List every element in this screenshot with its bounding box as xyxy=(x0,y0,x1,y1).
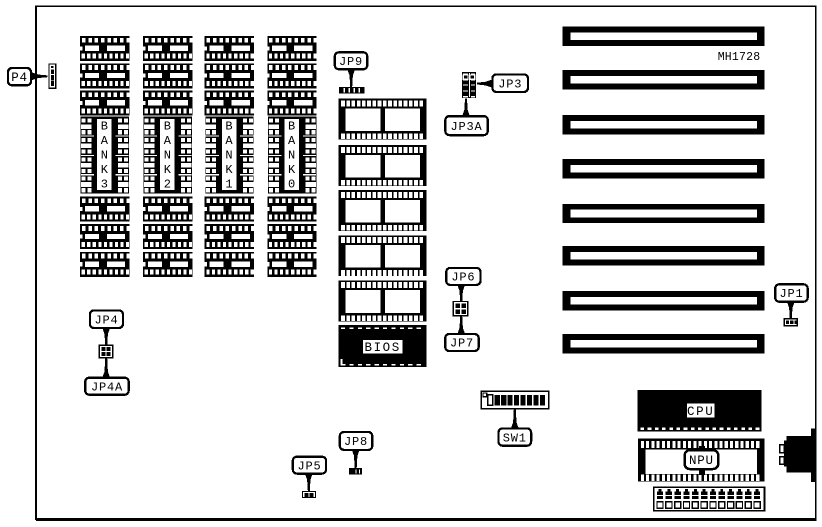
svg-text:NPU: NPU xyxy=(689,454,714,468)
svg-text:B: B xyxy=(225,120,232,134)
svg-text:BIOS: BIOS xyxy=(364,341,400,355)
svg-text:K: K xyxy=(288,163,296,177)
svg-text:JP4: JP4 xyxy=(94,313,118,327)
svg-text:JP5: JP5 xyxy=(297,459,321,473)
svg-text:A: A xyxy=(225,134,233,148)
svg-text:JP4A: JP4A xyxy=(91,380,123,394)
svg-text:JP8: JP8 xyxy=(344,435,368,449)
svg-text:K: K xyxy=(164,163,172,177)
svg-text:JP1: JP1 xyxy=(779,287,803,301)
svg-text:A: A xyxy=(164,134,172,148)
svg-text:JP3A: JP3A xyxy=(451,120,483,134)
svg-text:1: 1 xyxy=(225,178,232,192)
svg-text:B: B xyxy=(288,120,295,134)
svg-text:JP3: JP3 xyxy=(498,77,522,91)
svg-text:A: A xyxy=(288,134,296,148)
svg-text:2: 2 xyxy=(164,178,171,192)
svg-text:CPU: CPU xyxy=(687,405,714,419)
svg-text:B: B xyxy=(164,120,171,134)
svg-text:K: K xyxy=(225,163,233,177)
svg-text:K: K xyxy=(101,163,109,177)
svg-text:SW1: SW1 xyxy=(503,431,527,445)
svg-text:0: 0 xyxy=(288,178,295,192)
svg-text:P4: P4 xyxy=(11,71,28,85)
svg-text:JP7: JP7 xyxy=(450,337,474,351)
svg-text:B: B xyxy=(101,120,108,134)
svg-text:N: N xyxy=(288,149,295,163)
svg-text:3: 3 xyxy=(101,178,108,192)
svg-text:N: N xyxy=(101,149,108,163)
svg-text:MH1728: MH1728 xyxy=(718,51,761,64)
svg-text:JP9: JP9 xyxy=(339,55,363,69)
svg-text:N: N xyxy=(225,149,232,163)
svg-text:JP6: JP6 xyxy=(451,271,475,285)
svg-text:A: A xyxy=(101,134,109,148)
svg-text:N: N xyxy=(164,149,171,163)
